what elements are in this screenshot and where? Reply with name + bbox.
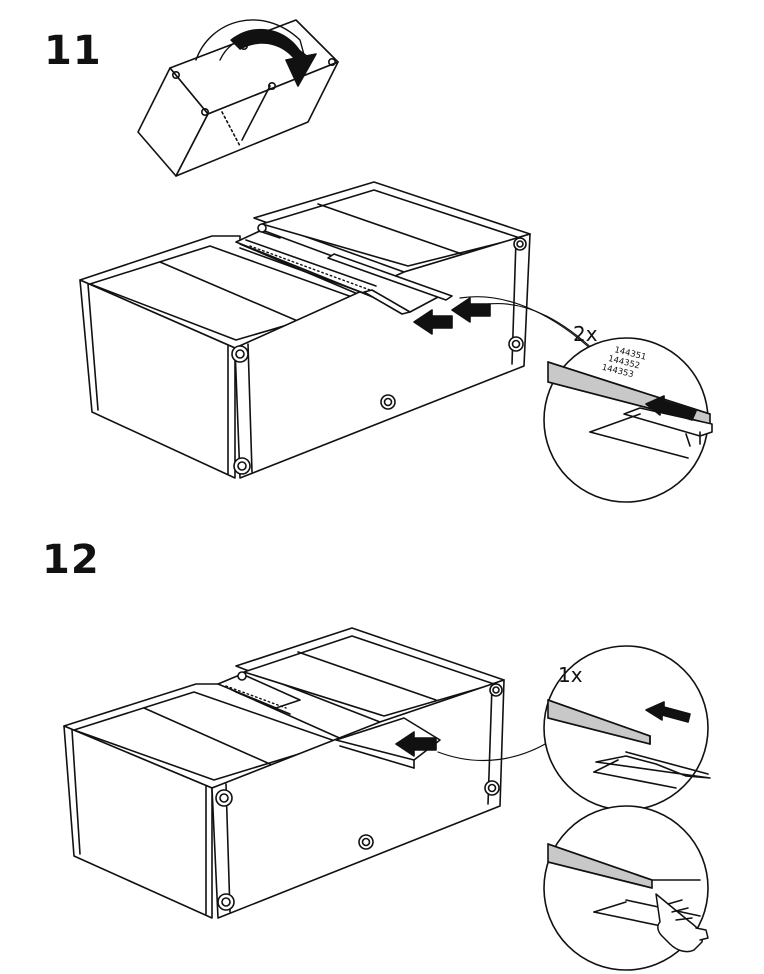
quantity-label-step-11: 2x	[573, 322, 598, 346]
push-arrow-icon	[413, 297, 491, 335]
quantity-label-step-12: 1x	[558, 663, 583, 687]
pointing-hand-icon	[655, 893, 709, 953]
cam-lock-icon	[231, 223, 527, 475]
cam-lock-icon	[215, 671, 503, 911]
step-12-number: 12	[42, 537, 100, 583]
step-11-illustration: 2x 144351 144352 144353	[79, 19, 713, 503]
step-12-illustration: 1x	[63, 627, 711, 971]
cabinet-step-12	[63, 627, 505, 919]
detail-callout-step-11	[543, 337, 713, 503]
flip-arrow-icon	[195, 19, 317, 87]
push-arrow-icon	[395, 731, 437, 757]
step-11-number: 11	[44, 28, 102, 74]
cabinet-step-11	[79, 181, 531, 479]
detail-callout-step-12-top	[543, 645, 711, 811]
